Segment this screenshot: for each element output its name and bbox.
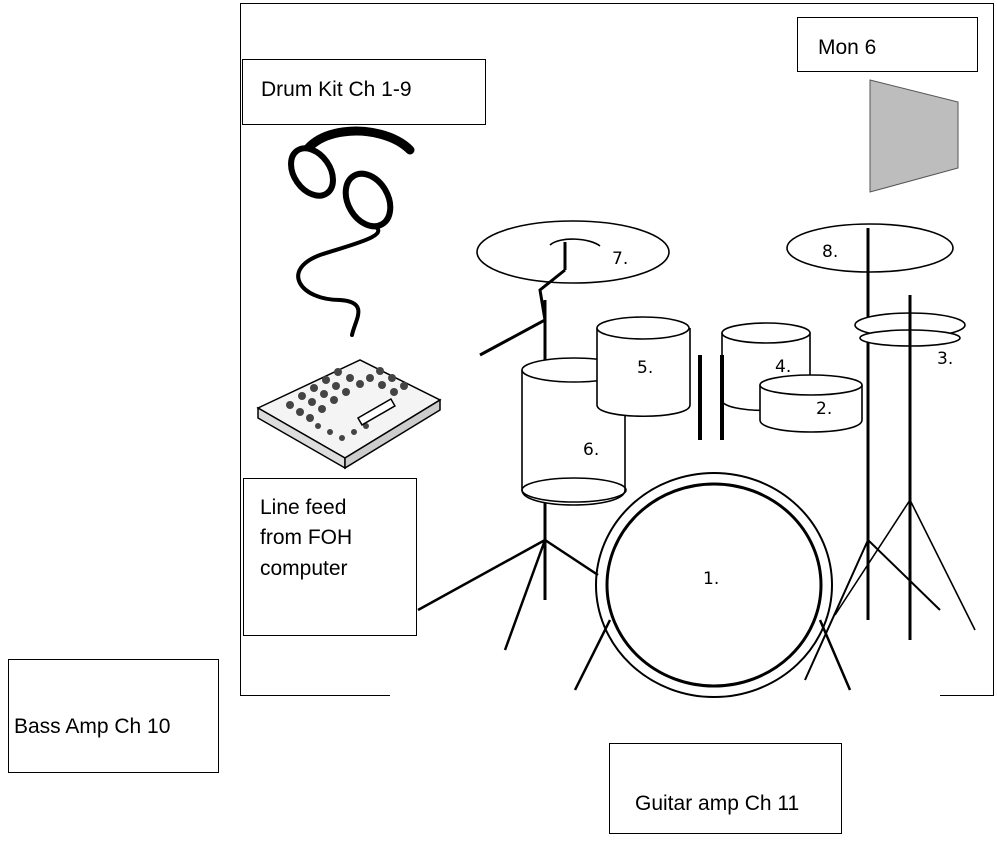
drum-number-3: 3. [937,349,953,369]
drum-number-1: 1. [703,569,719,589]
stage-outline [240,3,994,696]
drum-number-7: 7. [612,249,628,269]
guitar-amp-label-text: Guitar amp Ch 11 [635,792,800,815]
drum-kit-label-text: Drum Kit Ch 1-9 [261,78,412,101]
drum-number-6: 6. [583,440,599,460]
line-feed-text-3: computer [260,556,348,580]
line-feed-label: Line feed from FOH computer [243,478,417,636]
drum-number-2: 2. [816,399,832,419]
monitor-label-text: Mon 6 [818,36,877,59]
drum-number-5: 5. [637,358,653,378]
monitor-label: Mon 6 [797,17,978,72]
monitor-wedge-icon [869,79,959,193]
drum-number-8: 8. [822,242,838,262]
drum-number-4: 4. [775,357,791,377]
bass-amp-label: Bass Amp Ch 10 [8,659,219,773]
line-feed-text-1: Line feed [260,496,347,519]
mixer-icon [256,359,442,470]
stage-outline-bottom [240,695,390,696]
line-feed-text-2: from FOH [260,526,353,550]
headphones-icon [288,126,415,337]
bass-amp-label-text: Bass Amp Ch 10 [14,715,171,738]
stage-outline-bottom-right [940,695,994,696]
drum-kit-illustration [417,220,976,698]
guitar-amp-label: Guitar amp Ch 11 [609,743,842,834]
drum-kit-label: Drum Kit Ch 1-9 [242,59,486,125]
